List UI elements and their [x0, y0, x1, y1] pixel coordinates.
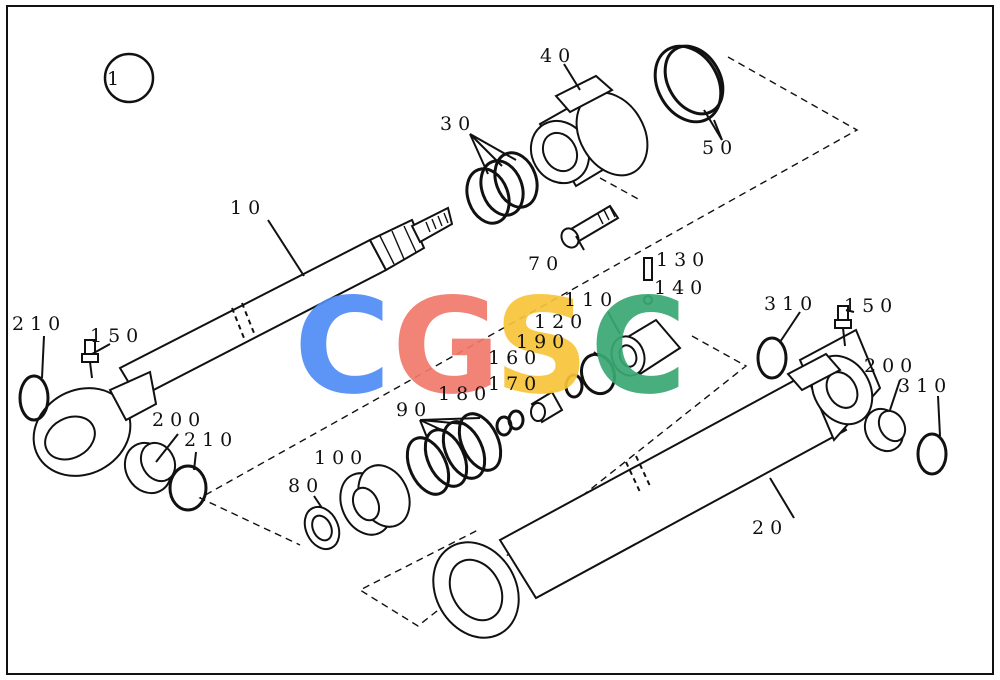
diagram-frame [6, 5, 994, 675]
ring-190 [564, 373, 584, 399]
grease-nipple-150-left [81, 339, 99, 379]
sleeve-160 [530, 390, 564, 424]
page-marker-number: 1 [107, 68, 125, 90]
label-part-210-top: 210 [12, 313, 66, 335]
label-part-110: 110 [564, 289, 618, 311]
bushing-200-right [863, 407, 907, 453]
watermark-letter-1: C [294, 270, 391, 424]
piston-rod-part [18, 206, 454, 477]
label-part-170: 170 [488, 373, 542, 395]
label-part-130: 130 [656, 249, 710, 271]
cushion-ring-80 [303, 505, 341, 551]
label-part-180: 180 [438, 383, 492, 405]
label-part-50: 50 [702, 137, 738, 159]
snap-ring-310-bottom [916, 432, 948, 476]
watermark-letter-3: S [494, 270, 589, 424]
watermark: C G S C [294, 270, 687, 424]
cylinder-tube-20 [432, 328, 882, 639]
label-part-160: 160 [488, 347, 542, 369]
label-part-20: 20 [752, 517, 788, 539]
piston-100 [339, 464, 411, 536]
label-part-310-bottom: 310 [898, 375, 952, 397]
leader-lines [41, 63, 941, 519]
bolt-70 [560, 204, 620, 249]
label-part-200-left: 200 [152, 409, 206, 431]
snap-ring-310-top [756, 336, 788, 380]
label-part-100: 100 [314, 447, 368, 469]
label-part-120: 120 [534, 311, 588, 333]
nut-110 [610, 318, 682, 377]
label-part-70: 70 [528, 253, 564, 275]
label-part-150-right: 150 [844, 295, 898, 317]
grease-nipple-150-right [834, 305, 852, 347]
ring-180 [495, 415, 513, 437]
seal-set-30 [465, 151, 539, 225]
piston-seals-90 [405, 412, 503, 496]
label-part-90: 90 [396, 399, 432, 421]
label-part-190: 190 [516, 331, 570, 353]
snap-ring-210-top [18, 374, 50, 422]
label-part-210-bottom: 210 [184, 429, 238, 451]
ring-120 [579, 352, 617, 396]
label-part-310-top: 310 [764, 293, 818, 315]
bushing-200-left [123, 441, 177, 495]
label-part-30: 30 [440, 113, 476, 135]
o-rings-50 [653, 44, 725, 124]
label-part-80: 80 [288, 475, 324, 497]
rod-guide-40 [529, 74, 649, 188]
snap-ring-210-bottom [168, 464, 208, 512]
set-screw-130 [643, 257, 653, 281]
label-part-40: 40 [540, 45, 576, 67]
label-part-10: 10 [230, 197, 266, 219]
label-part-140: 140 [654, 277, 708, 299]
page-marker: 1 [103, 52, 155, 104]
part-labels: 10 20 30 40 50 70 80 90 100 110 120 130 … [12, 45, 952, 539]
watermark-letter-4: C [590, 270, 687, 424]
label-part-150-left: 150 [90, 325, 144, 347]
label-part-200-right: 200 [864, 355, 918, 377]
watermark-letter-2: G [392, 270, 500, 424]
ball-140 [643, 295, 653, 305]
